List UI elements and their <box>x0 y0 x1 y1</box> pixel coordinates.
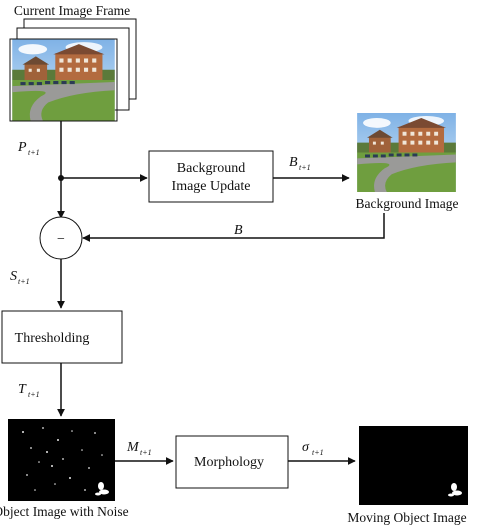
svg-text:Morphology: Morphology <box>194 455 264 470</box>
svg-text:B: B <box>289 155 298 170</box>
svg-text:B: B <box>234 223 243 238</box>
svg-text:t+1: t+1 <box>299 163 311 172</box>
symbol-b: B <box>234 223 243 238</box>
background-image-label: Background Image <box>355 196 458 211</box>
moving-image-label: Moving Object Image <box>347 510 466 525</box>
svg-text:T: T <box>18 382 27 397</box>
svg-text:P: P <box>17 140 27 155</box>
symbol-m-t1: M t+1 <box>126 440 152 457</box>
current-frame-image <box>10 39 117 121</box>
thresholding-box: Thresholding <box>2 311 122 363</box>
symbol-sigma-t1: σ t+1 <box>302 440 324 457</box>
moving-object-image <box>359 426 468 505</box>
symbol-t-t1: T t+1 <box>18 382 40 399</box>
svg-text:t+1: t+1 <box>28 148 40 157</box>
noise-image-label: Object Image with Noise <box>0 504 129 519</box>
svg-text:S: S <box>10 269 17 284</box>
svg-text:σ: σ <box>302 440 310 455</box>
symbol-p-t1: P t+1 <box>17 140 40 157</box>
symbol-s-t1: S t+1 <box>10 269 30 286</box>
svg-text:t+1: t+1 <box>312 448 324 457</box>
svg-text:t+1: t+1 <box>28 390 40 399</box>
svg-text:Thresholding: Thresholding <box>15 331 90 346</box>
background-update-box: Background Image Update <box>149 151 273 202</box>
subtract-node: − <box>40 217 82 259</box>
svg-text:−: − <box>57 232 65 247</box>
symbol-b-t1: B t+1 <box>289 155 311 172</box>
svg-text:t+1: t+1 <box>18 277 30 286</box>
svg-text:t+1: t+1 <box>140 448 152 457</box>
morphology-box: Morphology <box>176 436 288 488</box>
noise-image <box>8 419 115 501</box>
svg-text:Image Update: Image Update <box>172 179 251 194</box>
current-frame-label: Current Image Frame <box>14 3 130 18</box>
background-image <box>357 113 456 192</box>
svg-text:M: M <box>126 440 140 455</box>
svg-text:Background: Background <box>177 161 245 176</box>
